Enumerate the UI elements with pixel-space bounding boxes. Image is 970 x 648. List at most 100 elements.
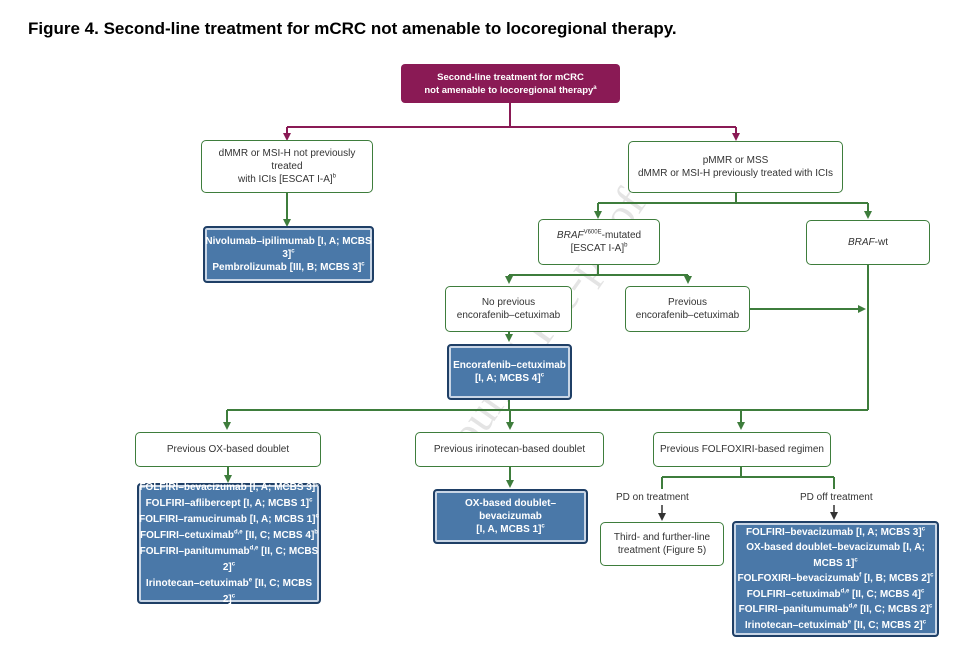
ox-item-2-text: FOLFIRI–aflibercept [I, A; MCBS 1] (145, 497, 310, 509)
node-pmmr: pMMR or MSS dMMR or MSI-H previously tre… (628, 141, 843, 193)
dmmr-line-2: with ICIs [ESCAT I-A]b (238, 173, 336, 186)
third-line-2: treatment (Figure 5) (617, 545, 707, 556)
node-previous-folfoxiri: Previous FOLFOXIRI-based regimen (653, 432, 831, 467)
immuno-line-2-text: Pembrolizumab [III, B; MCBS 3] (212, 262, 362, 273)
ox-item-4-text: FOLFIRI–cetuximab (140, 529, 234, 541)
ff-item-3: FOLFOXIRI–bevacizumabf [I, B; MCBS 2]c (738, 571, 934, 587)
root-line-2-text: not amenable to locoregional therapy (424, 84, 594, 96)
immuno-line-2-sup: c (361, 261, 365, 268)
node-dmmr: dMMR or MSI-H not previously treated wit… (201, 140, 373, 193)
ff-item-3-text: FOLFOXIRI–bevacizumab (737, 573, 860, 585)
ox-item-5-text: FOLFIRI–panitumumab (139, 545, 250, 557)
ox-item-6: Irinotecan–cetuximabe [II, C; MCBS 2]c (139, 576, 319, 608)
prev-folfoxiri-label: Previous FOLFOXIRI-based regimen (660, 444, 824, 455)
ff-item-6-text2: [II, C; MCBS 2] (851, 619, 923, 631)
dmmr-line-2-text: with ICIs [ESCAT I-A] (238, 174, 333, 185)
ox-item-5-sup: c (231, 561, 236, 568)
braf-wt-suffix: -wt (874, 237, 888, 248)
ox-item-1-text: FOLFIRI–bevacizumab [I, A; MCBS 3] (139, 481, 316, 493)
pd-off-label: PD off treatment (800, 492, 873, 503)
ox-item-3-sup: c (315, 513, 319, 520)
braf-mut-footnote: b (624, 242, 628, 249)
prev-line-1: Previous (668, 297, 707, 308)
ff-item-5-text: FOLFIRI–panitumumab (738, 604, 849, 616)
edge-braf-split (509, 264, 688, 276)
braf-mut-line-1: BRAFV600E-mutated (557, 229, 641, 242)
ff-item-2: OX-based doublet–bevacizumab [I, A; MCBS… (734, 540, 937, 571)
noprev-line-1: No previous (481, 297, 536, 308)
braf-wt-line: BRAF-wt (848, 236, 888, 249)
node-no-previous-enco: No previous encorafenib–cetuximab (445, 286, 572, 332)
noprev-line-2: encorafenib–cetuximab (456, 310, 561, 321)
ff-item-5-mark: d,e (848, 603, 858, 610)
figure-title: Figure 4. Second-line treatment for mCRC… (28, 19, 677, 38)
braf-mut-suffix: -mutated (601, 230, 642, 241)
ff-item-3-sup: c (930, 572, 934, 579)
ox-item-1-sup: c (315, 481, 319, 488)
ox-item-4: FOLFIRI–cetuximabd,e [II, C; MCBS 4]b (140, 528, 318, 544)
pd-on-label: PD on treatment (616, 492, 689, 503)
node-previous-enco: Previous encorafenib–cetuximab (625, 286, 750, 332)
node-irinotecan-treatments: OX-based doublet–bevacizumab [I, A, MCBS… (433, 489, 588, 544)
immuno-line-1-sup: c (291, 248, 295, 255)
prev-line-2: encorafenib–cetuximab (635, 310, 740, 321)
root-line-2: not amenable to locoregional therapya (424, 84, 596, 97)
ox-item-5-mark: d,e (249, 545, 259, 552)
ox-item-6-mark: e (248, 577, 253, 584)
enco-footnote: c (540, 372, 545, 379)
iri-footnote: c (541, 523, 545, 530)
ff-item-6: Irinotecan–cetuximabe [II, C; MCBS 2]c (745, 618, 926, 634)
ff-item-3-text2: [I, B; MCBS 2] (861, 573, 931, 585)
ff-item-4: FOLFIRI–cetuximabd,e [II, C; MCBS 4]c (747, 587, 925, 603)
ff-item-2-text: OX-based doublet–bevacizumab [I, A; MCBS… (746, 542, 925, 569)
ox-item-4-mark: d,e (233, 529, 243, 536)
root-line-1: Second-line treatment for mCRC (437, 71, 584, 83)
node-braf-mutated: BRAFV600E-mutated [ESCAT I-A]b (538, 219, 660, 265)
node-previous-irinotecan: Previous irinotecan-based doublet (415, 432, 604, 467)
edge-root-split (283, 103, 740, 141)
ff-item-1: FOLFIRI–bevacizumab [I, A; MCBS 3]c (746, 525, 925, 541)
ox-item-4-text2: [II, C; MCBS 4] (242, 529, 315, 541)
node-ox-treatments: FOLFIRI–bevacizumab [I, A; MCBS 3]c FOLF… (137, 481, 321, 605)
enco-line-1: Encorafenib–cetuximab (453, 360, 566, 371)
ox-item-2: FOLFIRI–aflibercept [I, A; MCBS 1]c (146, 496, 313, 512)
ff-item-4-text2: [II, C; MCBS 4] (849, 588, 921, 600)
root-footnote: a (593, 84, 597, 91)
braf-mut-line-2: [ESCAT I-A]b (571, 242, 628, 255)
ff-item-2-sup: c (854, 557, 858, 564)
prev-iri-label: Previous irinotecan-based doublet (433, 444, 586, 455)
ff-item-3-mark: f (859, 572, 862, 579)
braf-mut-gene: BRAF (556, 230, 584, 241)
edge-folfoxiri-split (662, 467, 834, 478)
third-line-1: Third- and further-line (613, 532, 711, 543)
pmmr-line-2: dMMR or MSI-H previously treated with IC… (637, 168, 834, 179)
ff-item-5: FOLFIRI–panitumumabd,e [II, C; MCBS 2]c (739, 602, 933, 618)
ox-item-2-sup: c (309, 497, 313, 504)
node-third-line: Third- and further-line treatment (Figur… (600, 522, 724, 566)
ff-item-4-text: FOLFIRI–cetuximab (746, 588, 841, 600)
ox-item-3-text: FOLFIRI–ramucirumab [I, A; MCBS 1] (139, 513, 316, 525)
ox-item-6-text: Irinotecan–cetuximab (145, 577, 249, 589)
immuno-line-1-text: Nivolumab–ipilimumab [I, A; MCBS 3] (205, 236, 372, 260)
node-enco-cetux: Encorafenib–cetuximab [I, A; MCBS 4]c (447, 344, 572, 400)
edge-pmmr-split (598, 193, 868, 204)
node-root: Second-line treatment for mCRC not amena… (401, 64, 620, 103)
braf-mut-line-2-text: [ESCAT I-A] (570, 243, 625, 254)
prev-ox-label: Previous OX-based doublet (166, 444, 290, 455)
ff-item-6-sup: c (922, 619, 927, 626)
iri-line-2-text: [I, A, MCBS 1] (476, 524, 542, 535)
ff-item-5-sup: c (929, 603, 933, 610)
enco-line-2: [I, A; MCBS 4]c (475, 372, 544, 385)
node-previous-ox: Previous OX-based doublet (135, 432, 321, 467)
iri-line-1: OX-based doublet–bevacizumab (464, 498, 557, 522)
ff-item-5-text2: [II, C; MCBS 2] (857, 604, 929, 616)
braf-mut-variant: V600E (583, 229, 602, 236)
dmmr-line-1: dMMR or MSI-H not previously treated (218, 148, 356, 172)
ff-item-1-text: FOLFIRI–bevacizumab [I, A; MCBS 3] (745, 526, 922, 538)
node-immunotherapy: Nivolumab–ipilimumab [I, A; MCBS 3]c Pem… (203, 226, 374, 283)
immuno-line-2: Pembrolizumab [III, B; MCBS 3]c (212, 261, 364, 274)
immuno-line-1: Nivolumab–ipilimumab [I, A; MCBS 3]c (205, 235, 372, 261)
braf-wt-gene: BRAF (847, 237, 875, 248)
pmmr-line-1: pMMR or MSS (702, 155, 769, 166)
